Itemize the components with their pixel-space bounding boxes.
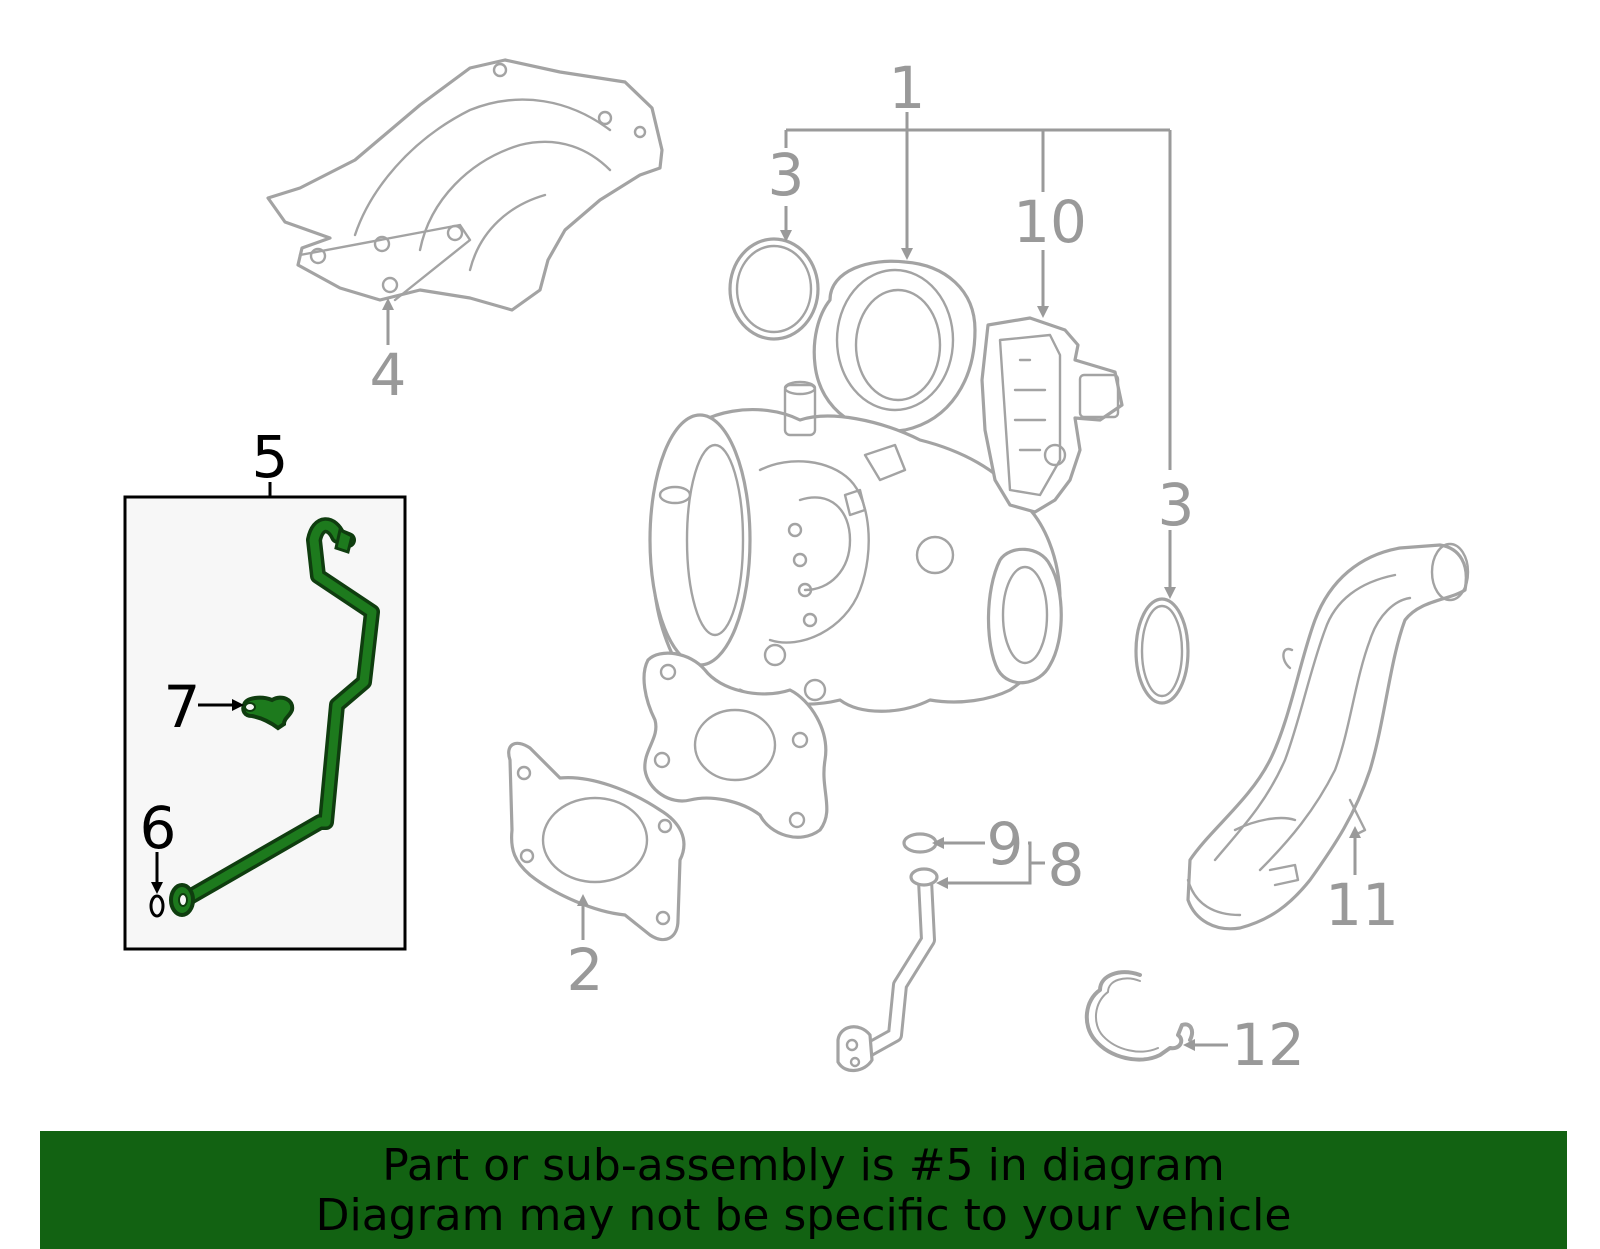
part-10-actuator[interactable] bbox=[980, 316, 1124, 514]
callout-5: 5 bbox=[252, 423, 289, 491]
callout-6: 6 bbox=[140, 794, 177, 862]
part-3-o-ring-lower[interactable] bbox=[1134, 597, 1190, 705]
part-12-clamp[interactable] bbox=[1084, 970, 1194, 1062]
callout-11: 11 bbox=[1325, 871, 1399, 939]
callout-3-upper: 3 bbox=[768, 141, 805, 209]
highlight-box-part-5[interactable] bbox=[123, 482, 407, 951]
callout-3-lower: 3 bbox=[1158, 471, 1195, 539]
part-9-washer[interactable] bbox=[902, 832, 938, 854]
part-4-heat-shield[interactable] bbox=[266, 58, 664, 312]
callout-7: 7 bbox=[164, 673, 201, 741]
callout-9: 9 bbox=[987, 810, 1024, 878]
part-1-turbocharger[interactable] bbox=[642, 259, 1063, 839]
banner-line-disclaimer: Diagram may not be specific to your vehi… bbox=[315, 1190, 1292, 1241]
callout-2: 2 bbox=[567, 936, 604, 1004]
part-5-oil-feed-pipe[interactable] bbox=[169, 517, 380, 917]
leader-lines bbox=[382, 112, 1361, 1051]
banner-line-part: Part or sub-assembly is #5 in diagram bbox=[382, 1140, 1225, 1191]
info-banner: Part or sub-assembly is #5 in diagram Di… bbox=[40, 1131, 1567, 1249]
callout-8: 8 bbox=[1048, 831, 1085, 899]
part-8-oil-pipe[interactable] bbox=[836, 867, 939, 1072]
part-3-o-ring-upper[interactable] bbox=[728, 237, 820, 341]
part-6-washer[interactable] bbox=[149, 894, 165, 918]
callout-1: 1 bbox=[889, 54, 926, 122]
callout-4: 4 bbox=[370, 341, 407, 409]
callout-10: 10 bbox=[1013, 188, 1087, 256]
part-2-gasket[interactable] bbox=[507, 741, 686, 942]
part-11-intake-pipe[interactable] bbox=[1186, 542, 1470, 931]
part-7-banjo-bolt[interactable] bbox=[241, 695, 295, 731]
callout-12: 12 bbox=[1231, 1011, 1305, 1079]
